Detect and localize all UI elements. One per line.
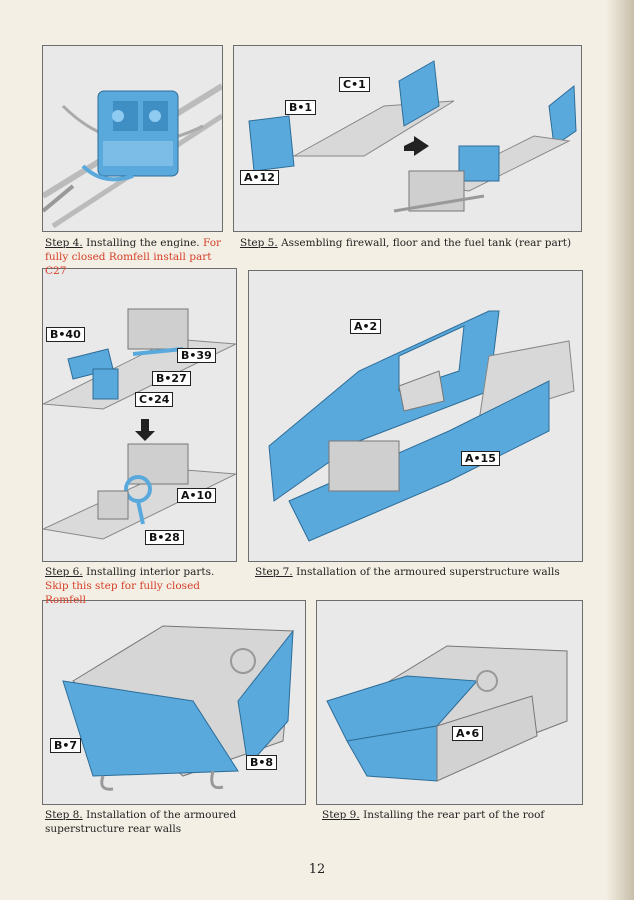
part-label-a2: A•2 [350, 319, 382, 334]
step-9-illustration [316, 600, 583, 805]
step-number: Step 5. [240, 237, 278, 249]
caption-step-5: Step 5. Assembling firewall, floor and t… [240, 236, 580, 250]
step-4-illustration [42, 45, 223, 232]
firewall-floor-drawing [248, 60, 577, 213]
rear-roof-drawing [326, 645, 568, 782]
caption-step-6: Step 6. Installing interior parts. Skip … [45, 565, 240, 607]
step-warning: For fully closed Romfell install part C2… [45, 237, 222, 277]
rear-walls-drawing [62, 625, 294, 791]
page-number: 12 [308, 862, 326, 877]
step-text: Installing the engine. [86, 237, 200, 249]
step-7-illustration [248, 270, 583, 562]
step-number: Step 6. [45, 566, 83, 578]
caption-step-8: Step 8. Installation of the armoured sup… [45, 808, 305, 836]
part-label-a15: A•15 [461, 451, 500, 466]
part-label-b39: B•39 [177, 348, 216, 363]
superstructure-walls-drawing [268, 310, 575, 542]
caption-step-4: Step 4. Installing the engine. For fully… [45, 236, 225, 278]
part-label-a12: A•12 [240, 170, 279, 185]
caption-step-9: Step 9. Installing the rear part of the … [322, 808, 582, 822]
step-text: Installing the rear part of the roof [363, 809, 545, 821]
step-number: Step 7. [255, 566, 293, 578]
interior-parts-drawing [43, 308, 236, 540]
part-label-b27: B•27 [152, 371, 191, 386]
step-6-illustration [42, 268, 237, 562]
part-label-b8: B•8 [246, 755, 278, 770]
part-label-b7: B•7 [50, 738, 82, 753]
step-8-illustration [42, 600, 306, 805]
page-edge-shadow [606, 0, 634, 900]
part-label-c24: C•24 [135, 392, 174, 407]
caption-step-7: Step 7. Installation of the armoured sup… [255, 565, 575, 579]
engine-drawing [43, 83, 222, 229]
step-5-illustration [233, 45, 582, 232]
part-label-b1: B•1 [285, 100, 317, 115]
part-label-a10: A•10 [177, 488, 216, 503]
part-label-b40: B•40 [46, 327, 85, 342]
part-label-c1: C•1 [339, 77, 370, 92]
part-label-b28: B•28 [145, 530, 184, 545]
step-number: Step 9. [322, 809, 360, 821]
step-text: Assembling firewall, floor and the fuel … [281, 237, 572, 249]
step-warning: Skip this step for fully closed Romfell [45, 580, 201, 606]
step-text: Installation of the armoured superstruct… [296, 566, 560, 578]
step-text: Installing interior parts. [86, 566, 215, 578]
part-label-a6: A•6 [452, 726, 484, 741]
step-number: Step 4. [45, 237, 83, 249]
step-number: Step 8. [45, 809, 83, 821]
step-text: Installation of the armoured superstruct… [45, 809, 237, 835]
